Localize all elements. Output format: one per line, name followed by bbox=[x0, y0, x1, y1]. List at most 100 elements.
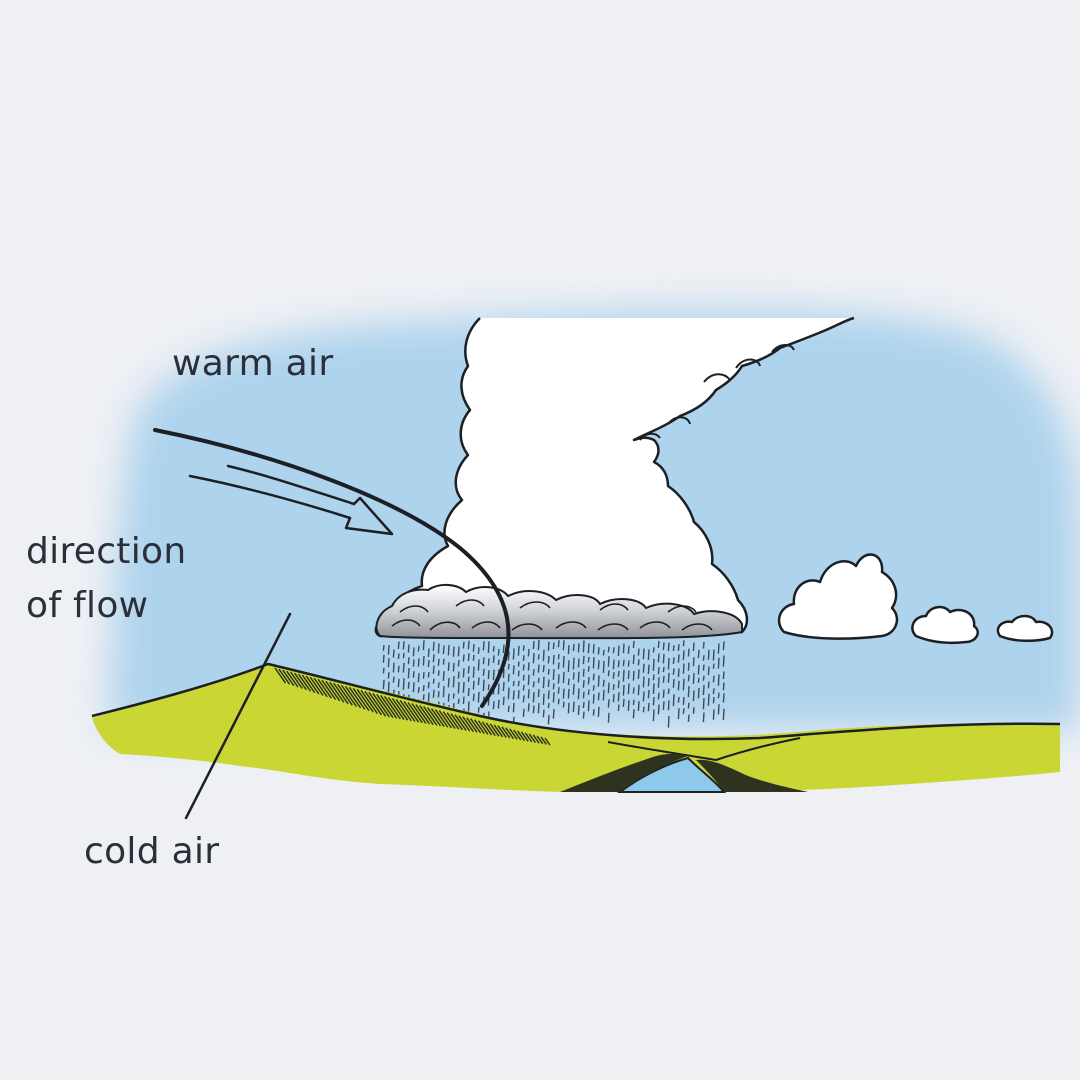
rain-streak bbox=[508, 688, 509, 700]
rain-streak bbox=[678, 708, 679, 719]
rain-streak bbox=[538, 689, 539, 697]
rain-streak bbox=[398, 679, 399, 687]
rain-streak bbox=[493, 646, 494, 652]
rain-streak bbox=[638, 659, 639, 665]
rain-streak bbox=[598, 707, 599, 717]
rain-streak bbox=[698, 650, 699, 658]
rain-streak bbox=[403, 653, 404, 658]
rain-streak bbox=[568, 645, 569, 654]
rain-streak bbox=[723, 693, 724, 702]
rain-streak bbox=[658, 693, 659, 700]
rain-streak bbox=[393, 650, 394, 658]
rain-streak bbox=[658, 641, 659, 648]
direction-of-flow-label-line1: direction bbox=[26, 530, 186, 574]
rain-streak bbox=[513, 690, 514, 699]
rain-streak bbox=[413, 647, 414, 656]
rain-streak bbox=[533, 706, 534, 714]
rain-streak bbox=[713, 664, 714, 669]
rain-streak bbox=[638, 685, 639, 695]
rain-streak bbox=[593, 694, 594, 703]
rain-streak bbox=[508, 664, 509, 670]
rain-streak bbox=[473, 681, 474, 690]
rain-streak bbox=[613, 647, 614, 653]
rain-streak bbox=[653, 674, 654, 680]
rain-streak bbox=[553, 709, 554, 719]
rain-streak bbox=[663, 701, 664, 709]
rain-streak bbox=[613, 672, 614, 678]
rain-streak bbox=[478, 659, 479, 670]
rain-streak bbox=[653, 659, 654, 671]
rain-streak bbox=[583, 702, 584, 708]
rain-streak bbox=[563, 689, 564, 699]
rain-streak bbox=[543, 650, 544, 662]
rain-streak bbox=[548, 669, 549, 675]
rain-streak bbox=[383, 668, 384, 674]
rain-streak bbox=[428, 693, 429, 704]
rain-streak bbox=[663, 676, 664, 683]
rain-streak bbox=[473, 644, 474, 652]
rain-streak bbox=[483, 669, 484, 676]
rain-streak bbox=[653, 709, 654, 721]
rain-streak bbox=[558, 699, 559, 705]
rain-streak bbox=[388, 672, 389, 678]
rain-streak bbox=[598, 693, 599, 701]
rain-streak bbox=[438, 682, 439, 688]
rain-streak bbox=[408, 682, 409, 689]
rain-streak bbox=[588, 700, 589, 711]
rain-streak bbox=[548, 715, 549, 724]
rain-streak bbox=[693, 657, 694, 666]
rain-streak bbox=[658, 677, 659, 687]
rain-streak bbox=[533, 641, 534, 649]
rain-streak bbox=[573, 644, 574, 651]
rain-streak bbox=[723, 672, 724, 680]
rain-streak bbox=[473, 655, 474, 661]
rain-streak bbox=[713, 709, 714, 719]
rain-streak bbox=[433, 679, 434, 684]
rain-streak bbox=[498, 700, 499, 709]
rain-streak bbox=[558, 654, 559, 659]
rain-streak bbox=[683, 697, 684, 705]
rain-streak bbox=[543, 677, 544, 688]
rain-streak bbox=[693, 690, 694, 701]
rain-streak bbox=[618, 692, 619, 701]
rain-streak bbox=[713, 650, 714, 661]
rain-streak bbox=[558, 640, 559, 647]
rain-streak bbox=[493, 670, 494, 680]
rain-streak bbox=[628, 660, 629, 666]
rain-streak bbox=[518, 662, 519, 667]
rain-streak bbox=[463, 696, 464, 703]
rain-streak bbox=[468, 666, 469, 673]
rain-streak bbox=[393, 677, 394, 683]
rain-streak bbox=[383, 645, 384, 651]
rain-streak bbox=[693, 707, 694, 714]
rain-streak bbox=[578, 672, 579, 683]
rain-streak bbox=[628, 684, 629, 695]
rain-streak bbox=[583, 680, 584, 688]
rain-streak bbox=[623, 685, 624, 696]
rain-streak bbox=[478, 647, 479, 654]
rain-streak bbox=[603, 661, 604, 673]
rain-streak bbox=[403, 678, 404, 690]
rain-streak bbox=[698, 688, 699, 698]
rain-streak bbox=[518, 646, 519, 656]
rain-streak bbox=[498, 649, 499, 656]
rain-streak bbox=[673, 645, 674, 651]
rain-streak bbox=[618, 671, 619, 677]
rain-streak bbox=[383, 655, 384, 663]
rain-streak bbox=[398, 653, 399, 659]
rain-streak bbox=[548, 656, 549, 663]
rain-streak bbox=[493, 655, 494, 663]
rain-streak bbox=[483, 641, 484, 650]
rain-streak bbox=[448, 662, 449, 671]
rain-streak bbox=[413, 682, 414, 692]
rain-streak bbox=[383, 680, 384, 689]
rain-streak bbox=[473, 667, 474, 678]
rain-streak bbox=[508, 706, 509, 712]
rain-streak bbox=[578, 688, 579, 699]
rain-streak bbox=[453, 693, 454, 698]
rain-streak bbox=[683, 650, 684, 660]
rain-streak bbox=[668, 643, 669, 651]
rain-streak bbox=[623, 660, 624, 667]
rain-streak bbox=[513, 648, 514, 659]
